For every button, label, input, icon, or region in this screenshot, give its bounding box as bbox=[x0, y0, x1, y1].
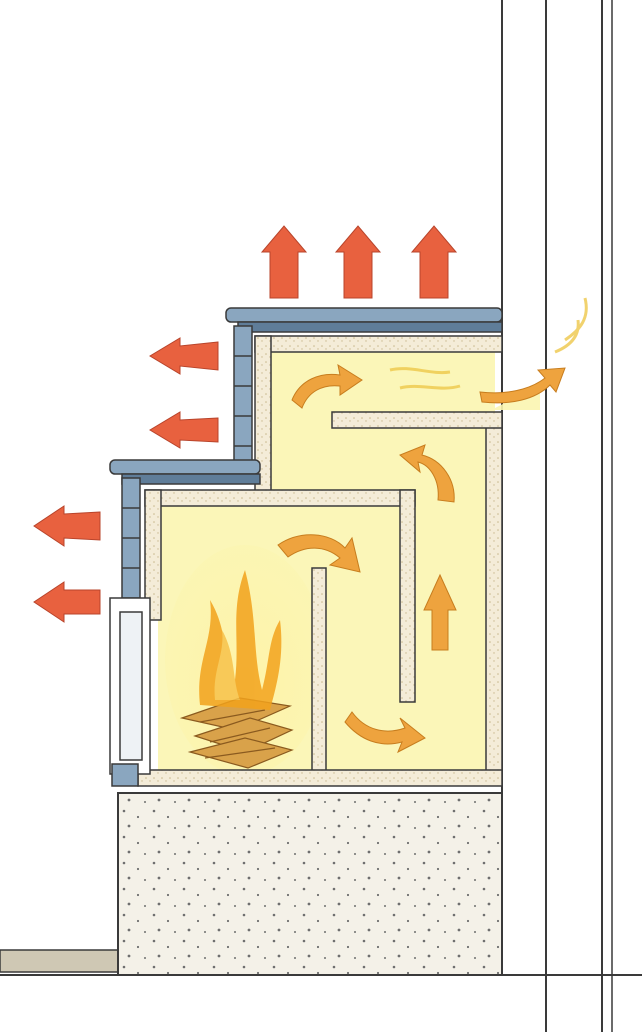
flue-gas-arrow-icon bbox=[291, 363, 363, 409]
flue-gas-arrow-icon bbox=[423, 573, 457, 651]
fireclay-lining bbox=[137, 335, 503, 787]
radiant-heat-front bbox=[33, 337, 219, 623]
radiant-heat-arrow-icon bbox=[410, 225, 458, 299]
flue-gas-arrow-icon bbox=[399, 444, 455, 503]
fire-flame-icon bbox=[199, 570, 282, 710]
stove-base bbox=[117, 792, 503, 976]
flue-gas-arrow-icon bbox=[344, 711, 426, 754]
tile-cladding bbox=[109, 307, 503, 787]
radiant-heat-arrow-icon bbox=[334, 225, 382, 299]
wall bbox=[501, 0, 613, 1032]
radiant-heat-arrow-icon bbox=[33, 505, 101, 547]
radiant-heat-arrow-icon bbox=[33, 581, 101, 623]
radiant-heat-top bbox=[260, 225, 458, 299]
flue-gas-arrow-icon bbox=[479, 367, 566, 404]
flue-gas-arrow-icon bbox=[277, 534, 361, 573]
radiant-heat-arrow-icon bbox=[149, 411, 219, 449]
flue-gas-arrows bbox=[277, 363, 566, 754]
radiant-heat-arrow-icon bbox=[260, 225, 308, 299]
smoke-swirls bbox=[389, 297, 588, 390]
radiant-heat-arrow-icon bbox=[149, 337, 219, 375]
